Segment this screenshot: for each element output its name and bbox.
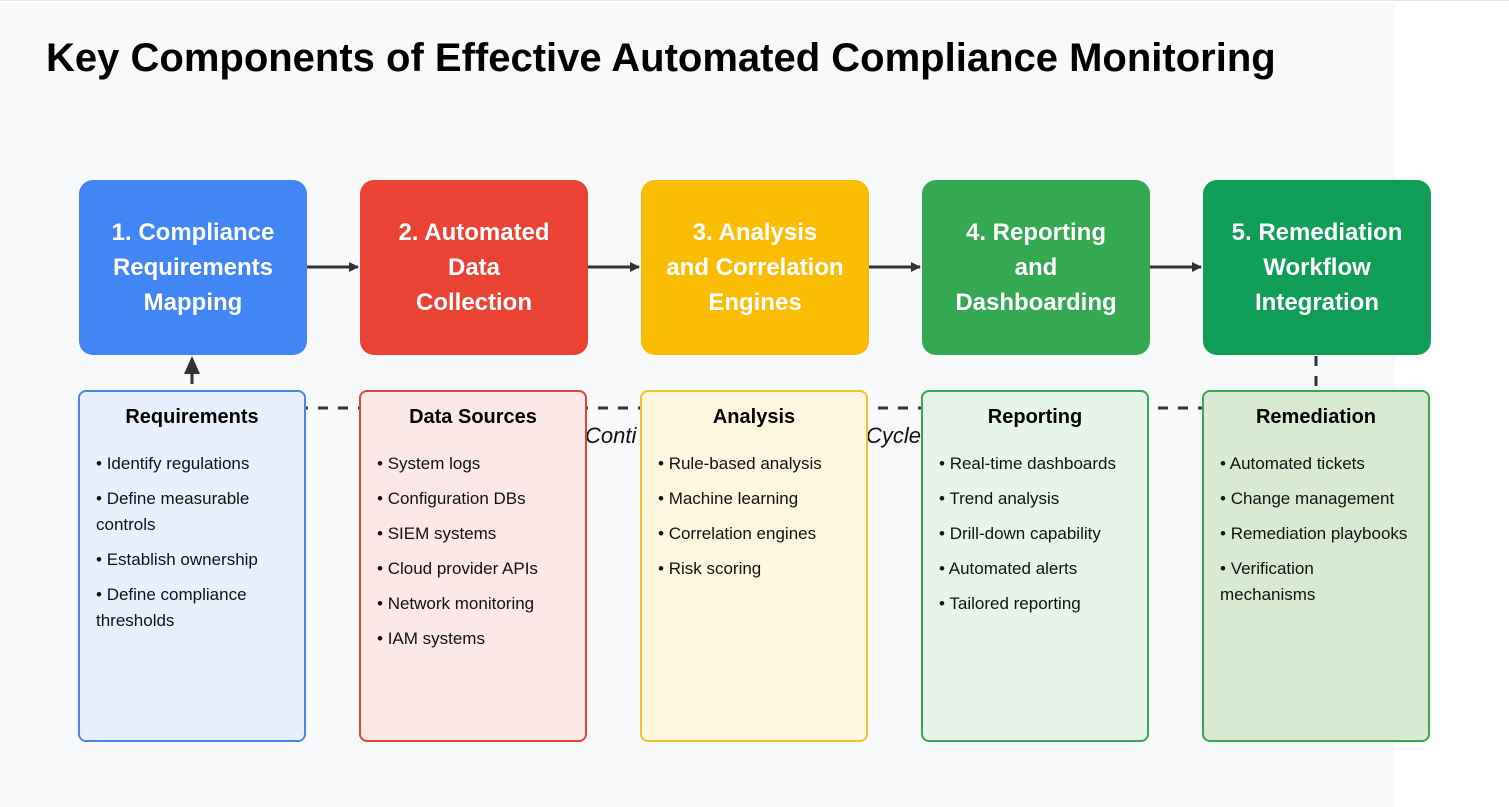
list-item: Configuration DBs: [377, 486, 569, 512]
list-item: Machine learning: [658, 486, 850, 512]
list-item: Remediation playbooks: [1220, 521, 1412, 547]
list-item: Cloud provider APIs: [377, 556, 569, 582]
continuous-cycle-loop: [190, 356, 1318, 410]
list-item: Identify regulations: [96, 451, 288, 477]
list-item: Automated alerts: [939, 556, 1131, 582]
list-item: Trend analysis: [939, 486, 1131, 512]
card-title: Data Sources: [409, 406, 537, 428]
list-item: Network monitoring: [377, 591, 569, 617]
list-item: Verification mechanisms: [1220, 556, 1412, 608]
list-item: Define compliance thresholds: [96, 582, 288, 634]
list-item: Correlation engines: [658, 521, 850, 547]
list-item: Tailored reporting: [939, 591, 1131, 617]
list-item: Real-time dashboards: [939, 451, 1131, 477]
card-list: Rule-based analysis Machine learning Cor…: [658, 451, 850, 582]
list-item: Automated tickets: [1220, 451, 1412, 477]
stage-reporting-dashboarding: 4. Reporting and Dashboarding: [922, 180, 1150, 355]
card-list: Automated tickets Change management Reme…: [1220, 451, 1412, 608]
stage-data-collection: 2. Automated Data Collection: [360, 180, 588, 355]
card-remediation: Remediation Automated tickets Change man…: [1202, 390, 1430, 742]
card-list: Real-time dashboards Trend analysis Dril…: [939, 451, 1131, 617]
card-data-sources: Data Sources System logs Configuration D…: [359, 390, 587, 742]
list-item: IAM systems: [377, 626, 569, 652]
card-title: Requirements: [125, 406, 259, 428]
stage-title: 1. Compliance Requirements Mapping: [111, 219, 275, 316]
stage-title: 5. Remediation Workflow Integration: [1231, 219, 1403, 316]
list-item: Change management: [1220, 486, 1412, 512]
cycle-arrowhead: [184, 356, 200, 374]
list-item: Define measurable controls: [96, 486, 288, 538]
card-requirements: Requirements Identify regulations Define…: [78, 390, 306, 742]
list-item: SIEM systems: [377, 521, 569, 547]
stage-title: 2. Automated Data Collection: [398, 219, 550, 316]
list-item: Drill-down capability: [939, 521, 1131, 547]
list-item: System logs: [377, 451, 569, 477]
card-title: Analysis: [712, 406, 796, 428]
list-item: Risk scoring: [658, 556, 850, 582]
card-list: Identify regulations Define measurable c…: [96, 451, 288, 634]
stage-remediation-workflow: 5. Remediation Workflow Integration: [1203, 180, 1431, 355]
page-title: Key Components of Effective Automated Co…: [46, 36, 1276, 80]
card-list: System logs Configuration DBs SIEM syste…: [377, 451, 569, 652]
list-item: Rule-based analysis: [658, 451, 850, 477]
stage-title: 3. Analysis and Correlation Engines: [666, 219, 844, 316]
card-title: Reporting: [987, 406, 1083, 428]
stage-title: 4. Reporting and Dashboarding: [955, 219, 1117, 316]
card-analysis: Analysis Rule-based analysis Machine lea…: [640, 390, 868, 742]
card-title: Remediation: [1255, 406, 1377, 428]
stage-analysis-engines: 3. Analysis and Correlation Engines: [641, 180, 869, 355]
top-rule: [0, 0, 1509, 1]
stage-requirements-mapping: 1. Compliance Requirements Mapping: [79, 180, 307, 355]
cycle-label-left: Conti: [585, 423, 637, 448]
list-item: Establish ownership: [96, 547, 288, 573]
cycle-label-right: Cycle: [866, 423, 922, 448]
card-reporting: Reporting Real-time dashboards Trend ana…: [921, 390, 1149, 742]
